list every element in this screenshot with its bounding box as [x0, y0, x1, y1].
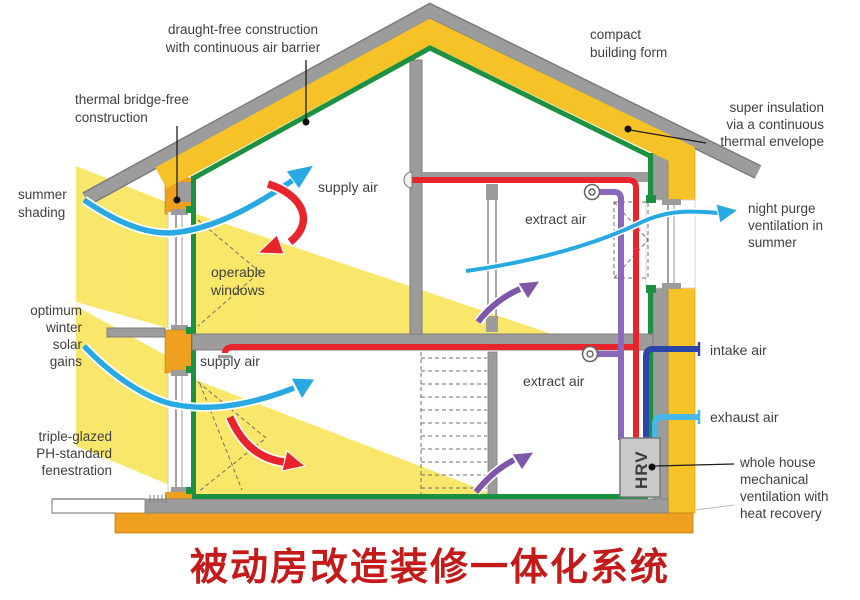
label-whole-house: whole house: [739, 455, 816, 470]
label-compact-form-2: building form: [590, 45, 667, 60]
label-intake-air: intake air: [710, 342, 767, 358]
label-super-insulation-3: thermal envelope: [720, 134, 824, 149]
supply-ducts: [222, 177, 639, 440]
extract-air-arrow-upper: [474, 280, 541, 325]
label-triple-glazed-3: fenestration: [41, 463, 112, 478]
label-extract-air-upper: extract air: [525, 211, 587, 227]
label-draught-free-2: with continuous air barrier: [165, 40, 321, 55]
caption-title: 被动房改造装修一体化系统: [190, 547, 670, 589]
air-barrier-right: [648, 153, 653, 494]
label-summer-shading: summer: [18, 187, 67, 202]
roof-air-barrier: [190, 45, 652, 182]
label-operable-windows: operable: [211, 264, 266, 280]
label-supply-air-upper: supply air: [318, 179, 378, 195]
label-night-purge-2: ventilation in: [748, 218, 823, 233]
label-winter-gains-3: solar: [53, 337, 83, 352]
extract-vent-lower: [581, 345, 599, 363]
label-triple-glazed: triple-glazed: [38, 429, 112, 444]
label-extract-air-lower: extract air: [523, 373, 585, 389]
label-super-insulation: super insulation: [729, 100, 824, 115]
label-whole-house-4: heat recovery: [740, 506, 822, 521]
centre-wall: [409, 59, 423, 335]
label-super-insulation-2: via a continuous: [726, 117, 824, 132]
sun-beam-summer: [76, 166, 552, 336]
label-thermal-bridge-2: construction: [75, 110, 148, 125]
label-night-purge: night purge: [748, 201, 816, 216]
extract-ducts: [597, 189, 624, 440]
ground-floor: [51, 494, 694, 534]
extract-air-arrow-lower: [472, 451, 535, 495]
external-shading-bar: [106, 327, 166, 338]
label-compact-form: compact: [590, 27, 641, 42]
supply-air-arrow-upper: [256, 178, 309, 255]
label-draught-free: draught-free construction: [168, 22, 318, 37]
lower-left-window: [167, 370, 193, 493]
supply-air-arrow-lower: [224, 414, 307, 472]
exhaust-duct: [652, 414, 698, 440]
label-operable-windows-2: windows: [210, 282, 265, 298]
winter-sun-arrow-lower: [80, 342, 316, 412]
label-night-purge-3: summer: [748, 235, 797, 250]
sun-beam-winter: [76, 306, 498, 496]
ground-hatch: [149, 495, 167, 503]
label-summer-shading-2: shading: [18, 205, 65, 220]
hrv-label: HRV: [632, 450, 651, 489]
annotations: draught-free construction with continuou…: [18, 22, 829, 521]
summer-breeze-arrow-upper: [81, 164, 316, 238]
leader-lines: [173, 60, 735, 511]
label-whole-house-2: mechanical: [740, 472, 808, 487]
label-triple-glazed-2: PH-standard: [36, 446, 112, 461]
label-winter-gains-4: gains: [50, 354, 83, 369]
intake-duct: [643, 346, 698, 440]
extract-vent-upper: [583, 183, 601, 201]
staircase: [420, 352, 487, 494]
supply-vent-lower: [218, 355, 231, 358]
label-exhaust-air: exhaust air: [710, 409, 779, 425]
night-purge-arrow: [465, 203, 740, 275]
roof: [82, 2, 762, 206]
air-barrier-floor: [192, 494, 648, 499]
label-winter-gains-2: winter: [45, 320, 83, 335]
label-winter-gains: optimum: [30, 303, 82, 318]
label-whole-house-3: ventilation with: [740, 489, 829, 504]
label-supply-air-lower: supply air: [200, 353, 260, 369]
roof-deck: [83, 4, 761, 205]
supply-vent-upper: [403, 171, 413, 189]
label-thermal-bridge: thermal bridge-free: [75, 92, 189, 107]
roof-insulation: [155, 18, 696, 189]
